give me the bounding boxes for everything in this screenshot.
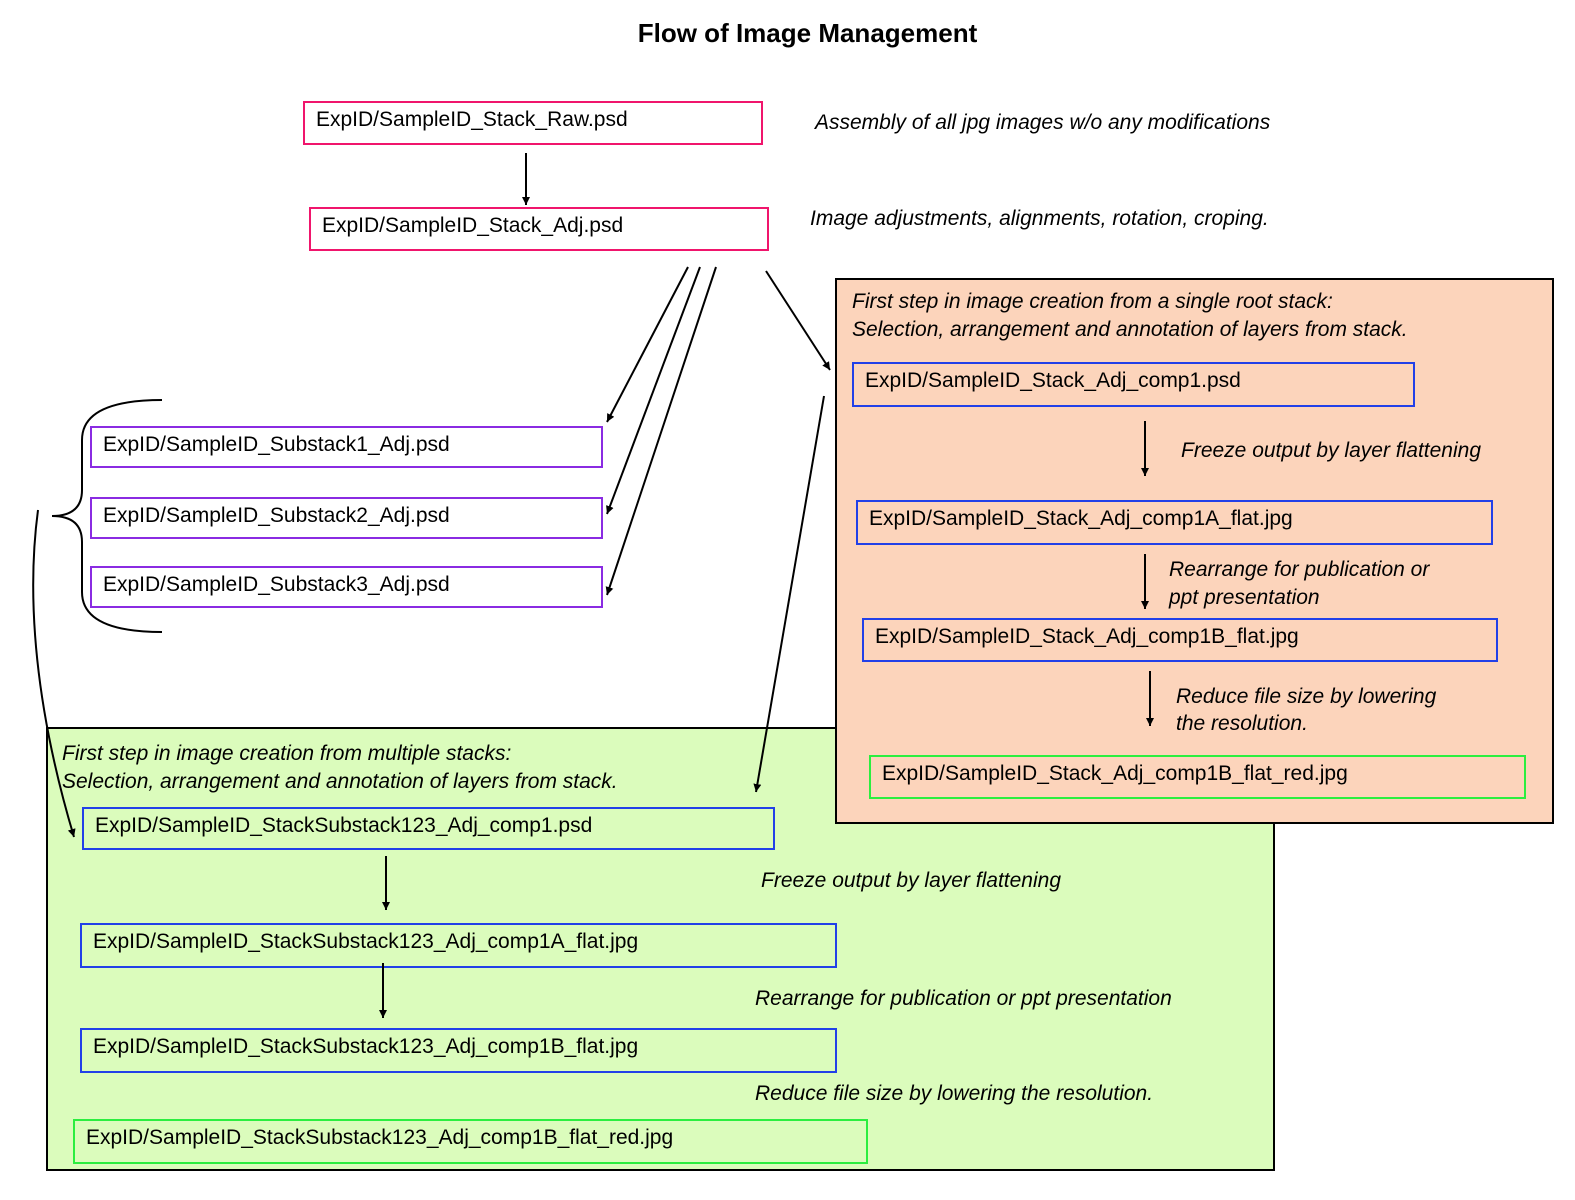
note-single-reduce-line1: Reduce file size by lowering xyxy=(1176,685,1437,708)
node-stack-raw[interactable]: ExpID/SampleID_Stack_Raw.psd xyxy=(303,101,763,145)
single-stack-panel xyxy=(835,278,1554,824)
node-comp1a[interactable]: ExpID/SampleID_Stack_Adj_comp1A_flat.jpg xyxy=(856,500,1493,545)
edge-adj-to-substack2 xyxy=(606,266,701,515)
note-raw: Assembly of all jpg images w/o any modif… xyxy=(815,111,1271,134)
diagram-title: Flow of Image Management xyxy=(637,18,978,48)
node-comp1[interactable]: ExpID/SampleID_Stack_Adj_comp1.psd xyxy=(852,362,1415,407)
node-multi-comp1[interactable]: ExpID/SampleID_StackSubstack123_Adj_comp… xyxy=(82,807,775,850)
node-multi-comp1b-red[interactable]: ExpID/SampleID_StackSubstack123_Adj_comp… xyxy=(73,1119,868,1164)
note-multi-freeze: Freeze output by layer flattening xyxy=(761,869,1062,892)
note-single-rearrange-line1: Rearrange for publication or xyxy=(1169,558,1430,581)
single-panel-caption-line2: Selection, arrangement and annotation of… xyxy=(852,318,1408,341)
edge-substacks-to-multi-panel xyxy=(32,509,76,838)
multi-panel-caption-line2: Selection, arrangement and annotation of… xyxy=(62,770,618,793)
node-substack3[interactable]: ExpID/SampleID_Substack3_Adj.psd xyxy=(90,566,603,608)
node-multi-comp1b[interactable]: ExpID/SampleID_StackSubstack123_Adj_comp… xyxy=(80,1028,837,1073)
note-adj: Image adjustments, alignments, rotation,… xyxy=(810,207,1269,230)
node-stack-adj[interactable]: ExpID/SampleID_Stack_Adj.psd xyxy=(309,207,769,251)
note-single-freeze: Freeze output by layer flattening xyxy=(1181,439,1482,462)
node-comp1b[interactable]: ExpID/SampleID_Stack_Adj_comp1B_flat.jpg xyxy=(862,618,1498,662)
node-multi-comp1a[interactable]: ExpID/SampleID_StackSubstack123_Adj_comp… xyxy=(80,923,837,968)
note-multi-reduce: Reduce file size by lowering the resolut… xyxy=(755,1082,1154,1105)
substacks-brace xyxy=(51,399,163,633)
single-panel-caption-line1: First step in image creation from a sing… xyxy=(852,290,1333,313)
note-single-rearrange-line2: ppt presentation xyxy=(1169,586,1320,609)
edge-adj-to-substack3 xyxy=(605,266,717,596)
node-substack1[interactable]: ExpID/SampleID_Substack1_Adj.psd xyxy=(90,426,603,468)
edge-single-panel-to-multi-comp1 xyxy=(753,395,825,793)
edge-adj-to-single-panel xyxy=(765,270,831,371)
node-substack2[interactable]: ExpID/SampleID_Substack2_Adj.psd xyxy=(90,497,603,539)
edge-adj-to-substack1 xyxy=(606,266,689,423)
multi-panel-caption-line1: First step in image creation from multip… xyxy=(62,742,512,765)
node-comp1b-red[interactable]: ExpID/SampleID_Stack_Adj_comp1B_flat_red… xyxy=(869,755,1526,799)
note-multi-rearrange: Rearrange for publication or ppt present… xyxy=(755,987,1172,1010)
note-single-reduce-line2: the resolution. xyxy=(1176,712,1308,735)
